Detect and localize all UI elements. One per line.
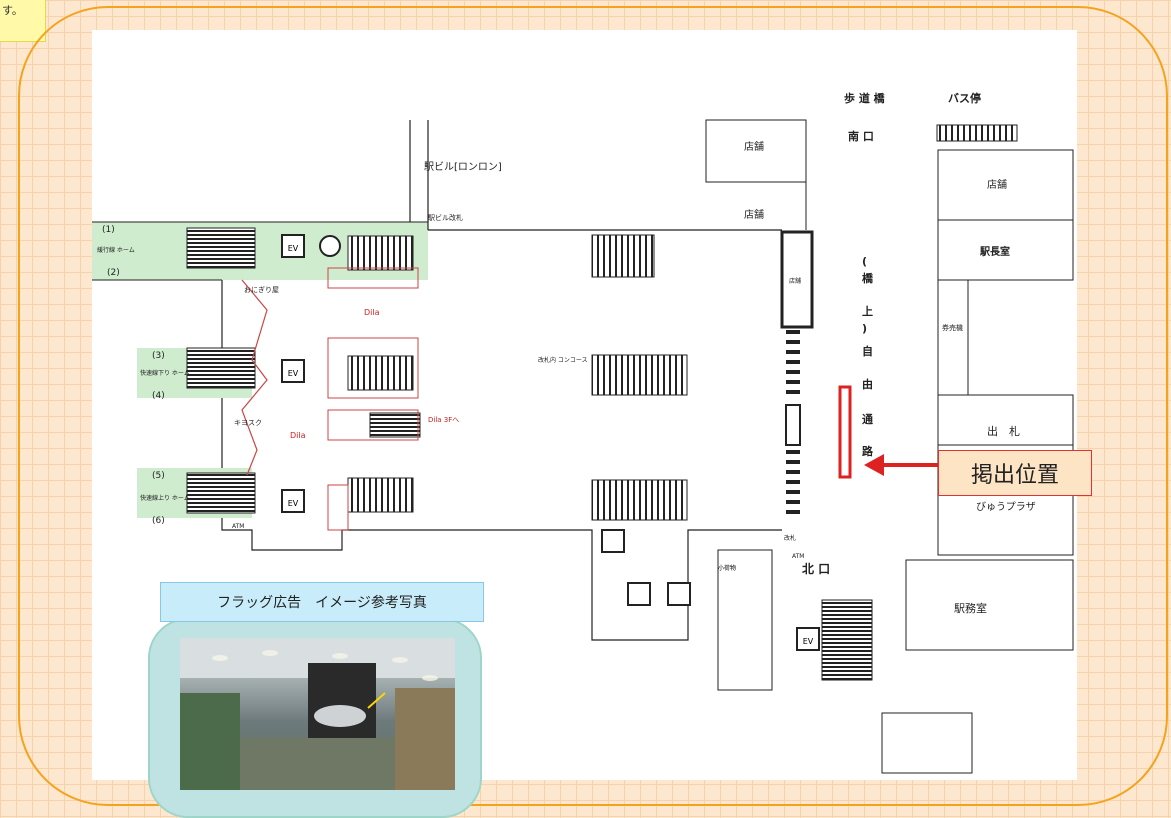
photo-caption-text: フラッグ広告 イメージ参考写真	[217, 595, 427, 611]
atm-left-label: ATM	[232, 523, 244, 530]
south-exit-label: 南 口	[848, 129, 874, 143]
concourse-stairs-1	[347, 235, 414, 271]
ticket-machine-label: 券売機	[942, 323, 963, 332]
free-passage-label: ( 橋 上 ) 自 由 通 路	[862, 255, 874, 458]
dilie-label-2: Dila	[290, 431, 306, 440]
platform-stairs-2	[186, 347, 256, 389]
platform-c-label: 快速線上り ホーム	[140, 494, 190, 502]
platform-stairs-3	[186, 472, 256, 514]
pedestrian-bridge-label: 歩 道 橋	[844, 91, 886, 105]
elevator-1: EV	[281, 234, 305, 258]
track-2-label: (2)	[107, 268, 120, 278]
concourse-stairs-2	[347, 355, 414, 391]
shop-box-1	[327, 267, 419, 289]
view-plaza-label: びゅうプラザ	[976, 501, 1036, 513]
ticket-gate-label: 改札	[784, 534, 796, 542]
callout-text: 掲出位置	[970, 463, 1059, 488]
bottom-right-box	[881, 712, 973, 774]
platform-b-label: 快速線下り ホーム	[140, 369, 190, 377]
arrow-icon	[864, 454, 938, 476]
escalator-3f	[369, 412, 421, 438]
kiosk-label: キヨスク	[234, 419, 262, 427]
station-affairs-box	[905, 559, 1074, 651]
accessible-icon	[601, 529, 625, 553]
ev-label: EV	[288, 244, 299, 253]
dilie-label: Dila	[364, 308, 380, 317]
station-building-gate-label: 駅ビル改札	[428, 213, 463, 222]
platform-a-label: 緩行線 ホーム	[97, 246, 135, 254]
track-5-label: (5)	[152, 471, 165, 481]
store-label-3: 店舗	[987, 178, 1007, 191]
ticket-office-label: 出 札	[987, 424, 1020, 438]
ticket-gate-line	[785, 330, 801, 514]
svg-text:): )	[862, 322, 867, 335]
store-vertical-box	[780, 230, 814, 329]
atm-label: ATM	[792, 553, 804, 560]
elevator-3: EV	[281, 489, 305, 513]
elevator-2: EV	[281, 359, 305, 383]
ev-label: EV	[803, 637, 814, 646]
shop-box-4	[327, 484, 349, 531]
ev-label: EV	[288, 499, 299, 508]
small-baggage-label: 小荷物	[718, 564, 736, 572]
store-right-box	[937, 149, 1074, 221]
station-master-box	[937, 219, 1074, 281]
photo-caption: フラッグ広告 イメージ参考写真	[160, 582, 484, 622]
svg-text:おにぎり屋: おにぎり屋	[244, 285, 279, 294]
reference-photo	[180, 638, 455, 790]
ticket-office-box	[937, 394, 1074, 446]
store-label-1: 店舗	[744, 140, 764, 153]
toilet-icon	[667, 582, 691, 606]
wheel-icon	[319, 235, 341, 257]
north-stairs	[821, 599, 873, 681]
ticket-machine-box	[937, 279, 969, 396]
display-position-callout: 掲出位置	[938, 450, 1092, 496]
ev-label: EV	[288, 369, 299, 378]
station-master-label: 駅長室	[979, 245, 1010, 258]
station-building-label: 駅ビル[ロンロン]	[424, 161, 502, 173]
platform-stairs-1	[186, 227, 256, 269]
svg-text:橋: 橋	[862, 271, 874, 285]
north-exit-label: 北 口	[802, 561, 830, 576]
track-4-label: (4)	[152, 391, 165, 401]
store-vertical-label: 店舗	[789, 277, 801, 285]
svg-text:通: 通	[862, 413, 873, 426]
store-label-2: 店舗	[744, 208, 764, 221]
bus-stop-label: バス停	[948, 91, 981, 105]
onigiri-label: おにぎり屋	[244, 285, 279, 294]
svg-text:路: 路	[862, 444, 874, 458]
note-text: す。	[2, 4, 23, 17]
track-1-label: (1)	[102, 225, 115, 235]
concourse-stairs-5	[591, 354, 688, 396]
svg-text:自: 自	[862, 344, 873, 358]
concourse-stairs-4	[591, 234, 655, 278]
concourse-label: 改札内 コンコース	[538, 356, 588, 364]
svg-text:キヨスク: キヨスク	[234, 419, 262, 427]
bus-stop-mark	[936, 124, 1018, 142]
toilet-icon	[627, 582, 651, 606]
track-6-label: (6)	[152, 516, 165, 526]
note-sticker: す。	[0, 0, 46, 42]
concourse-stairs-6	[591, 479, 688, 521]
display-position-mark	[838, 385, 852, 479]
small-baggage-box	[717, 549, 773, 691]
svg-text:(: (	[862, 255, 867, 268]
shop-box-2	[327, 337, 419, 399]
shop-box-3	[327, 409, 419, 441]
dilie-3f-label: Dila 3Fへ	[428, 416, 459, 424]
station-affairs-label: 駅務室	[954, 601, 987, 615]
svg-text:由: 由	[862, 377, 873, 391]
concourse-stairs-3	[347, 477, 414, 513]
svg-text:上: 上	[862, 304, 873, 318]
elevator-4	[796, 627, 820, 651]
track-3-label: (3)	[152, 351, 165, 361]
